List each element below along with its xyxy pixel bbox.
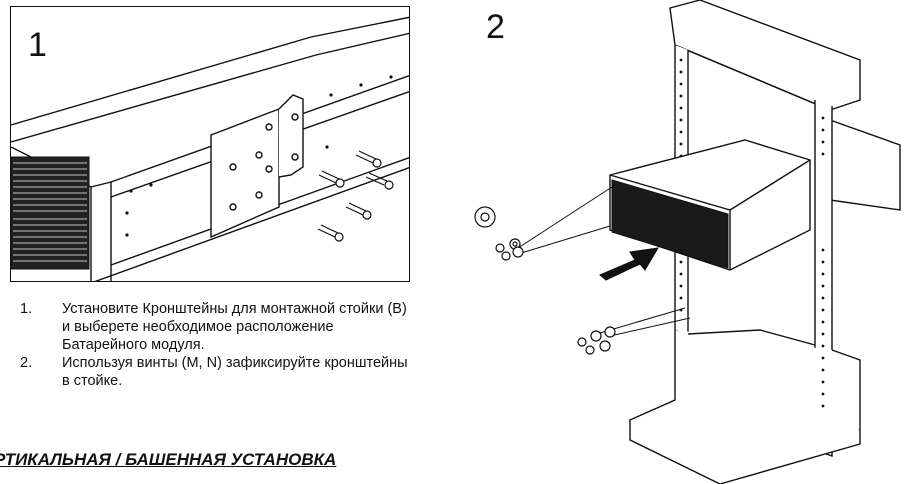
rack-mount-illustration (474, 0, 901, 484)
figure-1-number: 1 (28, 26, 47, 64)
grille-icon (11, 156, 90, 270)
bracket-icon (210, 94, 304, 239)
instruction-text: Установите Кронштейны для монтажной стой… (62, 301, 407, 353)
instruction-number: 1. (20, 301, 33, 317)
figure-1-panel (10, 6, 410, 282)
instructions-list: 1. Установите Кронштейны для монтажной с… (20, 300, 410, 390)
section-heading: РТИКАЛЬНАЯ / БАШЕННАЯ УСТАНОВКА (0, 450, 337, 469)
instruction-number: 2. (20, 355, 33, 371)
screw-icon (317, 150, 394, 242)
bracket-install-illustration (11, 16, 409, 281)
instruction-item: 2. Используя винты (M, N) зафиксируйте к… (20, 354, 410, 390)
screw-icon (474, 206, 616, 355)
arrow-icon (599, 247, 659, 281)
instruction-text: Используя винты (M, N) зафиксируйте крон… (62, 355, 408, 389)
instruction-item: 1. Установите Кронштейны для монтажной с… (20, 300, 410, 354)
figure-2-number: 2 (486, 8, 505, 46)
